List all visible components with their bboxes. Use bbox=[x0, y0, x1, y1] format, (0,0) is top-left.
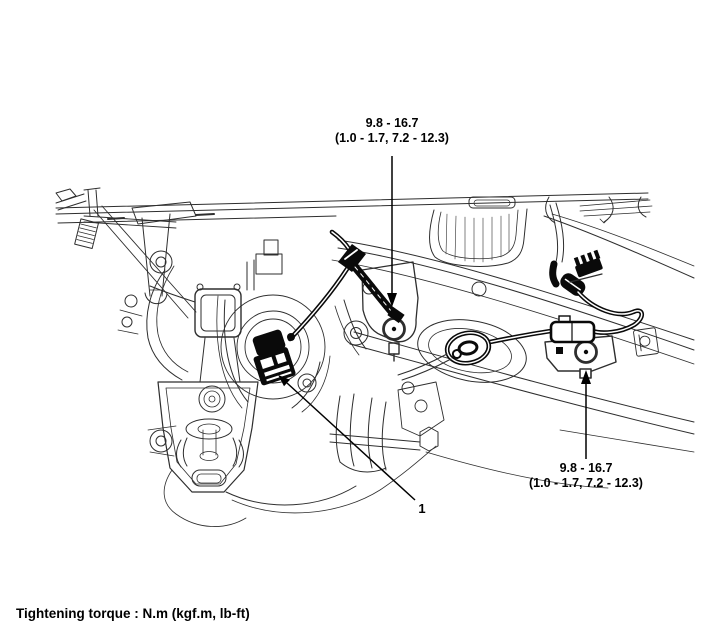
knuckle-hub-assembly bbox=[149, 239, 369, 413]
front-sensor-connector bbox=[252, 329, 296, 386]
rear-sensor-cable bbox=[397, 202, 645, 381]
engine-mount-shield bbox=[157, 337, 437, 527]
subframe-arm-outline bbox=[331, 239, 695, 489]
leader-arrow-rear-bolt bbox=[581, 370, 591, 459]
cable-routing-eye bbox=[444, 330, 492, 366]
torque-front-detail: (1.0 - 1.7, 7.2 - 12.3) bbox=[335, 131, 449, 145]
part-number-label: 1 bbox=[418, 501, 426, 516]
torque-front-value: 9.8 - 16.7 bbox=[365, 116, 419, 130]
lower-arm-fork bbox=[329, 381, 445, 473]
front-sensor-cable bbox=[287, 229, 405, 342]
rear-cable-clamp bbox=[549, 315, 596, 344]
torque-rear-detail: (1.0 - 1.7, 7.2 - 12.3) bbox=[529, 476, 643, 490]
torque-annotation-front: 9.8 - 16.7 (1.0 - 1.7, 7.2 - 12.3) bbox=[292, 116, 492, 146]
rear-harness-connector bbox=[573, 249, 603, 278]
front-bracket-bolt-hole bbox=[382, 317, 406, 362]
strut-and-links bbox=[55, 187, 197, 457]
leader-line-part-1 bbox=[278, 374, 416, 501]
tightening-torque-note: Tightening torque : N.m (kgf.m, lb-ft) bbox=[16, 606, 250, 621]
torque-annotation-rear: 9.8 - 16.7 (1.0 - 1.7, 7.2 - 12.3) bbox=[486, 461, 686, 491]
leader-arrow-front-bolt bbox=[387, 156, 397, 307]
torque-rear-value: 9.8 - 16.7 bbox=[559, 461, 613, 475]
